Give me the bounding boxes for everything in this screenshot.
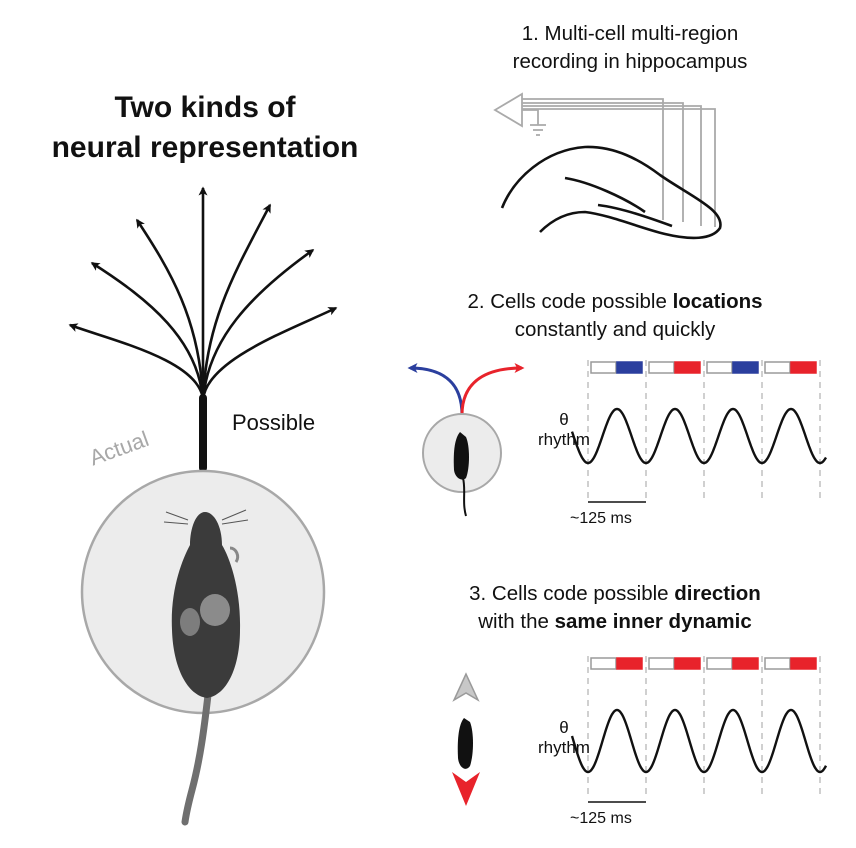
- theta-wave-path: [570, 708, 828, 774]
- sequence-segment-empty: [590, 657, 617, 670]
- step-2-caption: 2. Cells code possible locations constan…: [390, 288, 840, 344]
- fan-path: [201, 248, 315, 401]
- sequence-segment-red: [732, 657, 759, 670]
- gray-up-arrow: [452, 672, 480, 702]
- sequence-bars-locations: [590, 361, 817, 374]
- step-3-line-2: with the same inner dynamic: [390, 608, 840, 636]
- sequence-segment-red: [616, 657, 643, 670]
- step-1-line-1: 1. Multi-cell multi-region: [521, 22, 739, 45]
- sequence-segment-empty: [648, 657, 675, 670]
- theta-word: rhythm: [538, 738, 590, 757]
- step-3-prefix: 3. Cells code possible: [469, 582, 675, 605]
- sequence-segment-empty: [648, 361, 675, 374]
- rat-illustration: [163, 509, 249, 826]
- fan-path: [135, 218, 205, 401]
- sequence-segment-empty: [764, 361, 791, 374]
- sequence-segment-empty: [706, 657, 733, 670]
- scale-label-1: ~125 ms: [570, 510, 632, 527]
- sequence-segment-red: [790, 657, 817, 670]
- direction-rat-silhouette: [457, 718, 473, 769]
- sequence-segment-red: [790, 361, 817, 374]
- sequence-segment-red: [674, 361, 701, 374]
- locations-rat-panel: [407, 363, 525, 517]
- red-path: [460, 363, 525, 416]
- step-2-bold: locations: [672, 290, 763, 313]
- step-2-line-2: constantly and quickly: [514, 318, 716, 341]
- sequence-segment-empty: [706, 361, 733, 374]
- title-line-1: Two kinds of: [114, 91, 296, 124]
- direction-rat-panel: [452, 672, 480, 806]
- possible-label: Possible: [232, 410, 316, 435]
- scale-label-2: ~125 ms: [570, 810, 632, 827]
- step-2-prefix: 2. Cells code possible: [467, 290, 673, 313]
- diagram-title: Two kinds of neural representation: [0, 88, 410, 168]
- step-3-caption: 3. Cells code possible direction with th…: [390, 580, 840, 636]
- amplifier-icon: [493, 92, 716, 227]
- small-rat-silhouette: [453, 432, 469, 517]
- step-3-bold: direction: [674, 582, 761, 605]
- theta-wave-direction: [570, 656, 828, 796]
- sequence-segment-red: [674, 657, 701, 670]
- fan-path: [68, 323, 205, 401]
- title-line-2: neural representation: [51, 131, 359, 164]
- theta-symbol: θ: [559, 718, 569, 737]
- theta-wave-path: [570, 407, 828, 465]
- sequence-segment-blue: [732, 361, 759, 374]
- hippocampus-outline: [500, 145, 722, 240]
- step-3-line-1: 3. Cells code possible direction: [390, 580, 840, 608]
- fan-path: [201, 203, 272, 401]
- sequence-bars-direction: [590, 657, 817, 670]
- possible-paths-fan: [68, 186, 338, 401]
- step-1-line-2: recording in hippocampus: [512, 50, 748, 73]
- fan-path: [90, 261, 205, 401]
- theta-word: rhythm: [538, 430, 590, 449]
- sequence-segment-blue: [616, 361, 643, 374]
- theta-wave-locations: [570, 360, 828, 498]
- step-2-line-1: 2. Cells code possible locations: [390, 288, 840, 316]
- step-1-caption: 1. Multi-cell multi-region recording in …: [420, 20, 840, 76]
- theta-label-2: θ rhythm: [528, 718, 600, 758]
- step-3-line-2-prefix: with the: [478, 610, 555, 633]
- sequence-segment-empty: [764, 657, 791, 670]
- theta-symbol: θ: [559, 410, 569, 429]
- blue-path: [407, 363, 464, 416]
- red-down-arrow: [452, 772, 480, 806]
- sequence-segment-empty: [590, 361, 617, 374]
- step-3-line-2-bold: same inner dynamic: [554, 610, 752, 633]
- fan-path: [201, 306, 338, 401]
- theta-label-1: θ rhythm: [528, 410, 600, 450]
